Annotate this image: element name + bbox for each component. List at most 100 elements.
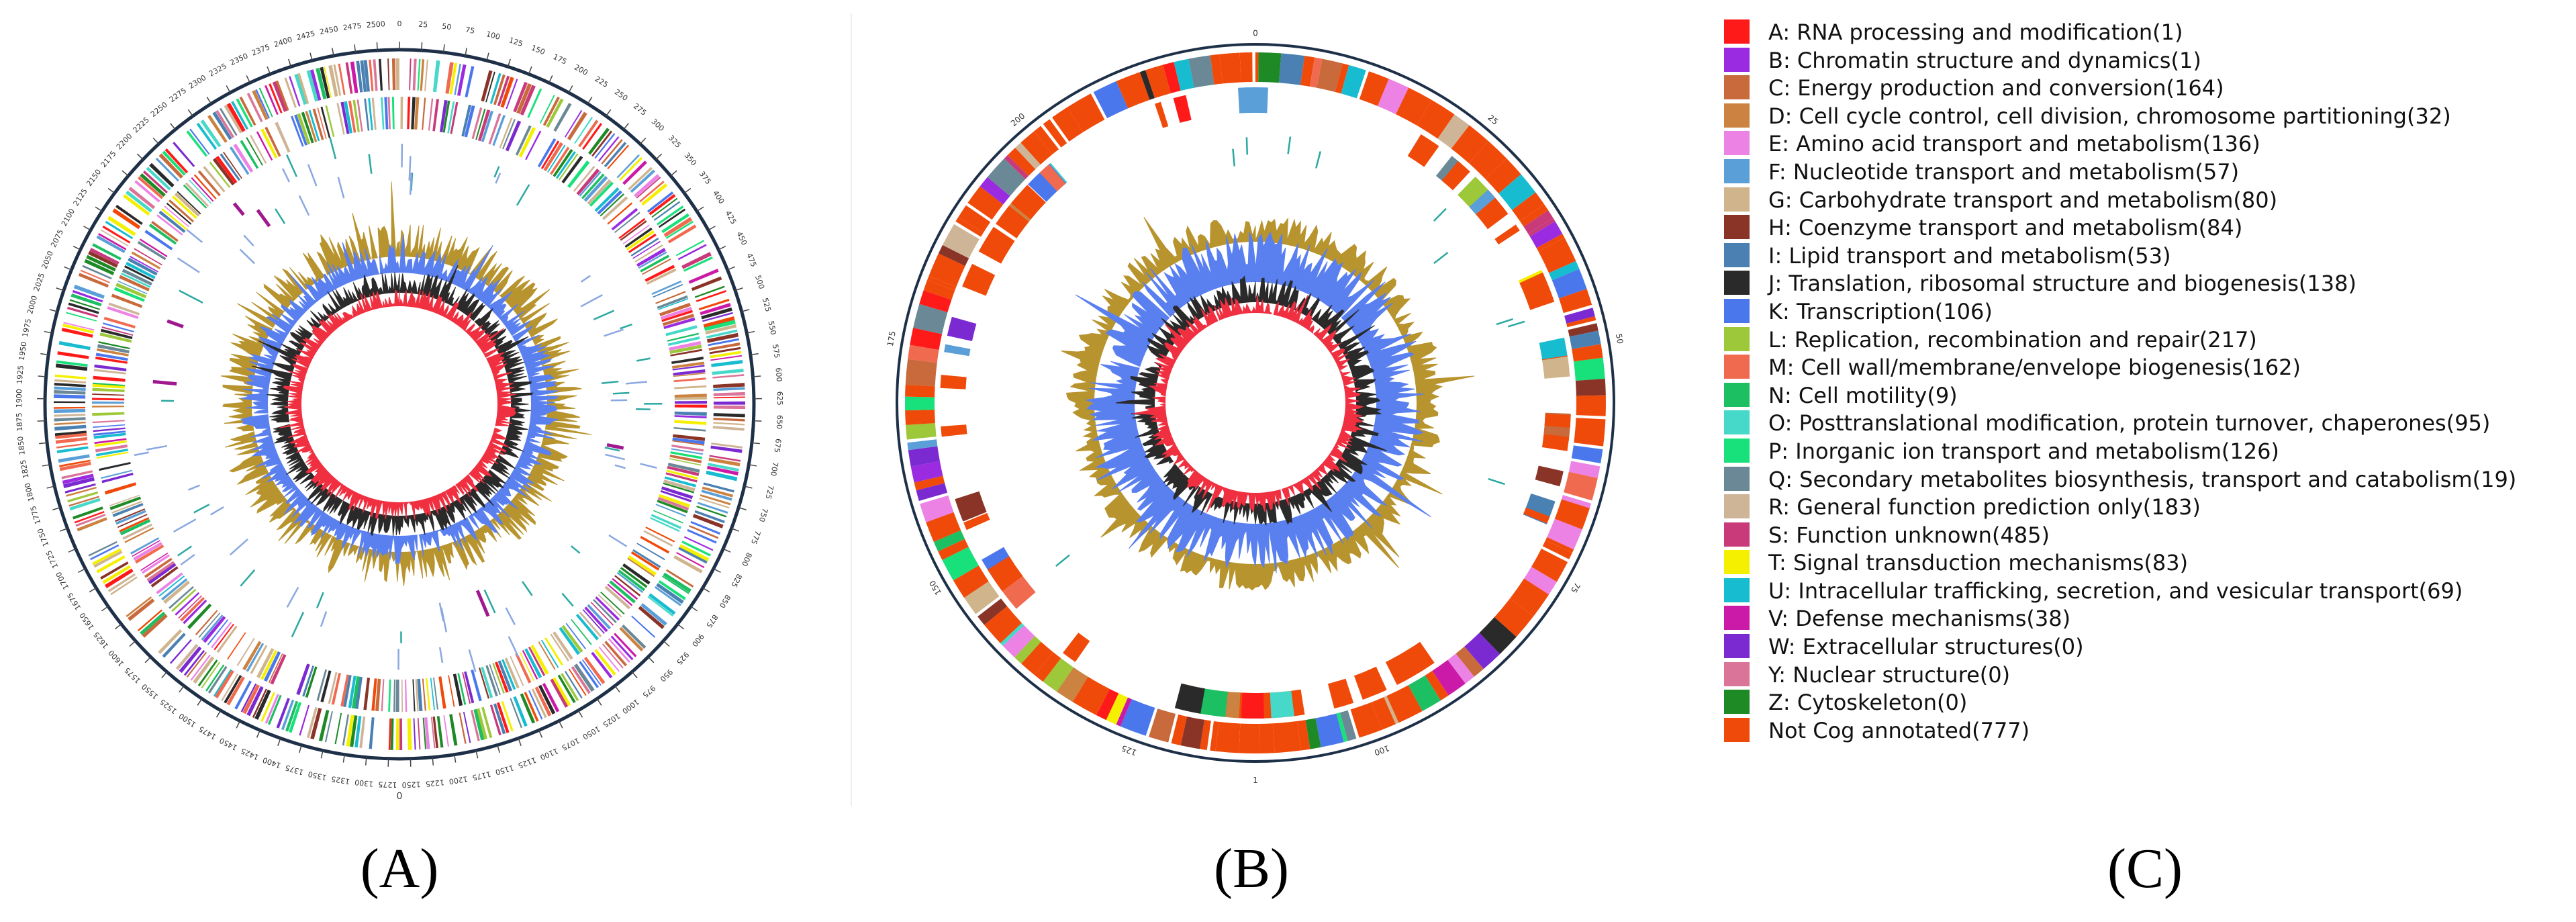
tick-mark — [68, 548, 77, 553]
gene-reverse-mark — [161, 578, 188, 601]
gene-reverse-mark — [94, 438, 127, 445]
gene-reverse-mark — [471, 669, 482, 702]
gene-forward-mark — [496, 702, 510, 733]
gene-forward-mark — [54, 408, 86, 414]
gene-reverse-mark — [101, 469, 133, 479]
rna-mark — [508, 636, 519, 657]
gene-reverse-mark — [1010, 185, 1046, 220]
gene-forward-mark — [445, 62, 454, 94]
tick-mark — [696, 206, 704, 212]
gene-reverse-mark — [540, 140, 560, 169]
gene-reverse-mark — [395, 679, 399, 712]
gene-forward-mark — [657, 205, 684, 226]
gene-forward-mark — [706, 329, 738, 338]
rna-mark — [152, 379, 177, 386]
tick-label: 875 — [704, 613, 720, 630]
tick-mark — [78, 568, 86, 573]
gene-forward-mark — [1485, 158, 1521, 194]
tick-mark — [288, 58, 292, 67]
rna-mark — [1232, 148, 1235, 167]
tick-label: 1175 — [471, 770, 491, 782]
gene-forward-mark — [708, 463, 739, 472]
tick-mark — [256, 730, 260, 738]
gene-reverse-mark — [163, 580, 190, 604]
gene-reverse-mark — [571, 618, 592, 645]
gene-forward-mark — [1335, 63, 1349, 94]
gene-reverse-mark — [593, 599, 617, 623]
tick-mark — [216, 710, 222, 718]
gene-forward-mark — [275, 80, 289, 111]
gene-forward-mark — [938, 539, 969, 561]
gene-reverse-mark — [492, 663, 505, 694]
gene-forward-mark — [231, 101, 249, 130]
gene-reverse-mark — [99, 462, 131, 471]
gene-forward-mark — [1300, 56, 1315, 87]
gene-forward-mark — [112, 208, 141, 230]
gene-reverse-mark — [450, 101, 459, 134]
gene-reverse-mark — [117, 280, 148, 295]
gene-reverse-mark — [673, 369, 706, 376]
gene-reverse-mark — [597, 190, 623, 215]
gene-reverse-mark — [1327, 678, 1354, 709]
gene-reverse-mark — [667, 332, 700, 342]
gene-forward-mark — [531, 688, 547, 719]
tick-mark — [475, 750, 479, 759]
tick-mark — [365, 757, 367, 766]
tick-mark — [161, 672, 168, 679]
gene-forward-mark — [1545, 537, 1574, 553]
gene-reverse-mark — [268, 653, 283, 684]
gene-reverse-mark — [502, 119, 516, 150]
legend-item: I: Lipid transport and metabolism(53) — [1724, 241, 2570, 269]
gene-forward-mark — [712, 374, 745, 379]
gene-forward-mark — [1552, 269, 1587, 299]
tick-label: 450 — [734, 230, 749, 247]
tick-mark — [277, 738, 281, 746]
gene-reverse-mark — [550, 146, 570, 175]
gene-forward-mark — [630, 169, 656, 193]
gene-forward-mark — [910, 461, 943, 483]
rna-mark — [229, 539, 248, 556]
gene-forward-mark — [1564, 471, 1598, 501]
gene-reverse-mark — [662, 314, 695, 326]
gene-forward-mark — [1464, 633, 1500, 670]
gene-reverse-mark — [242, 641, 262, 671]
gene-reverse-mark — [674, 411, 707, 416]
gene-forward-mark — [205, 664, 225, 692]
gene-reverse-mark — [518, 127, 536, 158]
gene-reverse-mark — [477, 109, 491, 142]
gene-forward-mark — [713, 401, 745, 405]
gene-reverse-mark — [305, 666, 318, 698]
tick-mark — [753, 375, 761, 377]
rna-mark — [1433, 252, 1449, 265]
gene-reverse-mark — [561, 625, 583, 653]
tick-mark — [454, 754, 457, 763]
gene-reverse-mark — [172, 195, 197, 220]
gene-forward-mark — [201, 661, 221, 689]
gene-reverse-mark — [559, 627, 581, 655]
rna-mark — [606, 443, 624, 450]
gene-reverse-mark — [134, 544, 164, 564]
core-circle — [1165, 313, 1345, 493]
gene-reverse-mark — [657, 497, 689, 511]
gene-forward-mark — [689, 524, 719, 539]
gene-forward-mark — [134, 180, 160, 203]
gene-reverse-mark — [302, 665, 315, 697]
gene-reverse-mark — [94, 364, 127, 371]
gene-forward-mark — [1575, 379, 1606, 396]
gene-reverse-mark — [439, 99, 448, 133]
gene-reverse-mark — [650, 517, 680, 533]
legend-label: T: Signal transduction mechanisms(83) — [1768, 550, 2189, 576]
rna-mark — [179, 289, 203, 304]
gene-reverse-mark — [653, 283, 683, 298]
rna-mark — [605, 453, 626, 461]
rna-mark — [561, 592, 574, 607]
legend-swatch — [1724, 271, 1750, 295]
gene-reverse-mark — [401, 679, 403, 712]
gene-forward-mark — [143, 170, 169, 194]
gene-reverse-mark — [166, 202, 192, 225]
gene-reverse-mark — [128, 257, 158, 276]
gene-forward-mark — [422, 717, 427, 749]
gene-reverse-mark — [115, 508, 146, 522]
gene-reverse-mark — [553, 148, 573, 177]
gene-reverse-mark — [663, 317, 696, 330]
